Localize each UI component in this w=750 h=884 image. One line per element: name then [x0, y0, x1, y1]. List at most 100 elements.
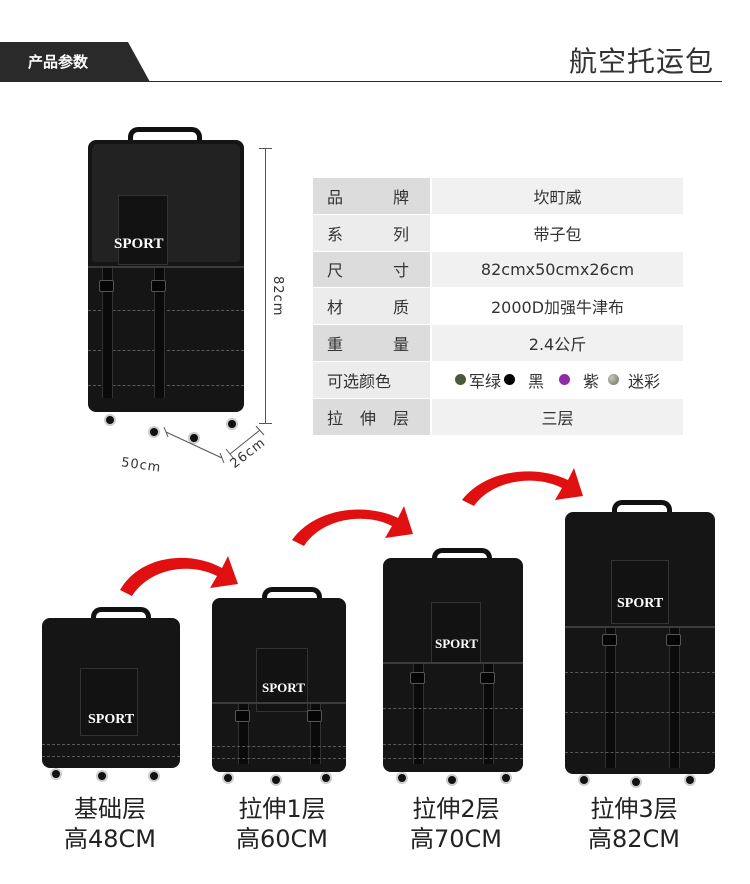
spec-row-brand: 品牌 坎町威	[313, 178, 683, 215]
buckle	[602, 634, 617, 646]
spec-key-char: 层	[392, 408, 409, 428]
variant-height: 高60CM	[235, 825, 328, 853]
purple-swatch	[559, 374, 570, 386]
front-pocket	[431, 602, 481, 664]
bag-body: SPORT	[565, 512, 715, 774]
brand-label: SPORT	[617, 596, 664, 611]
color-options: 军绿 黑 紫 迷彩	[431, 361, 683, 399]
wheel	[104, 414, 116, 426]
header-divider	[0, 81, 722, 82]
spec-key-char: 拉	[327, 408, 344, 428]
wheel	[446, 774, 458, 786]
spec-key-char: 质	[392, 298, 409, 318]
height-line	[265, 148, 266, 423]
buckle	[235, 710, 250, 722]
bag-handle	[262, 587, 322, 606]
spec-row-colors: 可选颜色 军绿 黑 紫 迷彩	[313, 361, 683, 399]
zipper-line	[212, 746, 346, 750]
spec-row-weight: 重量 2.4公斤	[313, 324, 683, 362]
zipper-line	[42, 744, 180, 748]
bag-body: SPORT	[42, 618, 180, 768]
zipper-line	[88, 385, 244, 389]
spec-key-char: 品	[327, 187, 344, 207]
variant-height: 高70CM	[409, 825, 502, 853]
wheel	[188, 432, 200, 444]
spec-value: 三层	[431, 398, 683, 436]
buckle	[480, 672, 495, 684]
buckle	[99, 280, 114, 292]
wheel	[684, 774, 696, 786]
strap	[605, 628, 616, 768]
color-name: 紫	[583, 371, 600, 391]
arrow-icon	[292, 506, 413, 546]
strap	[483, 664, 494, 764]
zipper-line	[565, 672, 715, 676]
spec-value: 82cmx50cmx26cm	[431, 251, 683, 289]
buckle	[410, 672, 425, 684]
brand-label: SPORT	[262, 680, 305, 695]
variant-caption: 拉伸1层 高60CM	[212, 794, 352, 854]
tick	[259, 423, 272, 424]
zipper-line	[88, 350, 244, 354]
zipper-line	[565, 752, 715, 756]
bag-body: SPORT	[212, 598, 346, 772]
spec-key: 可选颜色	[313, 361, 432, 399]
wheel	[500, 772, 512, 784]
bag-handle	[128, 127, 202, 148]
spec-row-series: 系列 带子包	[313, 214, 683, 252]
zipper-line	[383, 708, 523, 712]
spec-key-char: 尺	[327, 261, 344, 281]
height-label: 82cm	[270, 276, 285, 317]
tick	[259, 148, 272, 149]
buckle	[307, 710, 322, 722]
variant-name: 拉伸3层	[590, 795, 678, 823]
spec-key-char: 伸	[359, 408, 376, 428]
wheel	[270, 774, 282, 786]
color-name: 黑	[527, 371, 544, 391]
wheel	[578, 774, 590, 786]
arrow-icon	[462, 468, 583, 506]
spec-value: 带子包	[431, 214, 683, 252]
seam	[383, 662, 523, 664]
strap	[669, 628, 680, 768]
variant-height: 高48CM	[63, 825, 156, 853]
spec-value: 2.4公斤	[431, 324, 683, 362]
bag-handle	[432, 548, 492, 567]
bag-body: SPORT	[383, 558, 523, 772]
spec-key: 品牌	[313, 178, 432, 215]
color-name: 军绿	[468, 371, 501, 391]
spec-value: 2000D加强牛津布	[431, 287, 683, 326]
brand-label: SPORT	[88, 712, 135, 727]
seam	[88, 266, 244, 268]
variant-name: 拉伸1层	[238, 795, 326, 823]
spec-table: 品牌 坎町威 系列 带子包 尺寸 82cmx50cmx26cm 材质 2000D…	[313, 178, 683, 436]
spec-key-char: 材	[327, 298, 344, 318]
page-title: 航空托运包	[568, 45, 714, 78]
variant-height: 高82CM	[587, 825, 680, 853]
strap	[310, 704, 321, 764]
camo-swatch	[608, 374, 620, 386]
front-pocket	[256, 648, 308, 712]
spec-key: 尺寸	[313, 251, 432, 289]
spec-key-char: 牌	[392, 187, 409, 207]
variant-name: 拉伸2层	[412, 795, 500, 823]
wheel	[96, 770, 108, 782]
black-swatch	[503, 374, 515, 386]
strap	[154, 268, 165, 398]
width-depth-lines	[163, 426, 265, 464]
wheel	[396, 772, 408, 784]
strap	[238, 704, 249, 764]
wheel	[630, 776, 642, 788]
zipper-line	[212, 758, 346, 762]
front-pocket	[118, 195, 168, 265]
wheel	[226, 418, 238, 430]
bag-body: SPORT	[88, 140, 244, 412]
strap	[413, 664, 424, 764]
spec-row-material: 材 质 2000D加强牛津布	[313, 287, 683, 326]
section-tab: 产品参数	[0, 42, 150, 82]
zipper-line	[88, 310, 244, 314]
variant-caption: 基础层 高48CM	[40, 794, 180, 854]
variant-name: 基础层	[74, 795, 146, 823]
brand-label: SPORT	[435, 636, 478, 651]
seam	[212, 702, 346, 704]
